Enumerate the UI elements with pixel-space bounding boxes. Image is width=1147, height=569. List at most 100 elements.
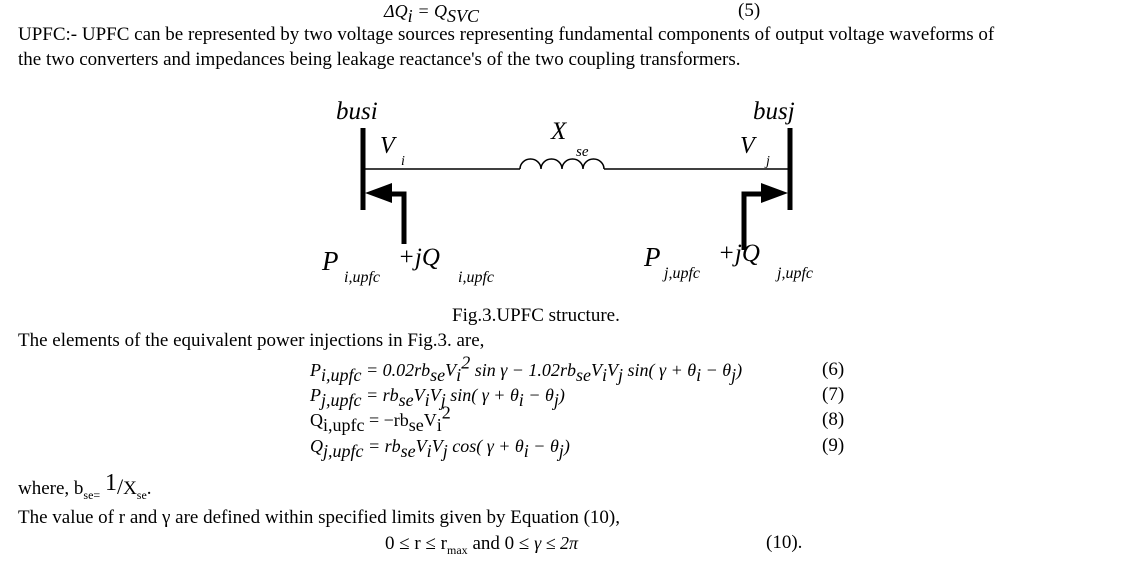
equation-token: rb [414,360,431,380]
v-i-label: V [380,133,397,159]
injection-j-stem [741,191,763,250]
injection-i-stem [390,191,407,244]
eq5-rhs: = Q [417,1,447,21]
equation-token: se [430,364,446,385]
equation-token: j [440,389,446,410]
equation-token: 2 [461,352,471,373]
equation-5-number: (5) [738,0,761,21]
equation-token: V [606,360,618,380]
x-se-label: X [550,118,568,145]
equation-token: j [731,364,737,385]
equation-token: P [310,385,321,405]
equation-token: rb [382,385,399,405]
equation-token: i [518,389,524,410]
equation-token: ) [558,385,565,405]
equation-7: Pj,upfc = rbseViVj sin( γ + θi − θj) [310,384,565,410]
equation-token: − θ [701,360,732,380]
equation-token: i [523,440,529,461]
equation-token: j [617,364,623,385]
equation-8: Qi,upfc = −rbseVi2 [310,404,451,435]
equation-token: V [431,436,443,456]
fraction-denominator: X [123,478,137,499]
equation-token: rb [384,436,401,456]
equation-token: Q [310,436,323,456]
arrow-injection-i [365,183,392,203]
p-j-sub: j,upfc [662,265,700,282]
equation-token: i [426,440,432,461]
v-i-sub: i [401,154,405,169]
fraction-slash: / [116,474,124,499]
equation-token: = 0.02 [361,360,415,380]
equation-token: − θ [523,385,554,405]
equation-9: Qj,upfc = rbseViVj cos( γ + θi − θj) [310,435,570,461]
equation-10: 0 ≤ r ≤ rmax and 0 ≤ γ ≤ 2π [385,532,579,557]
equation-token: ) [736,360,743,380]
equation-token: i [436,414,442,435]
equation-token: = [363,436,385,456]
equation-token: se [575,364,591,385]
eq5-lhs: ΔQ [384,1,408,21]
paragraph-line: The elements of the equivalent power inj… [18,330,485,351]
equation-token: ) [563,436,570,456]
equation-5: ΔQi = QSVC [384,0,480,26]
bus-i-label: busi [336,98,378,125]
equation-token: i [696,364,702,385]
equation-token: se [398,389,414,410]
denominator-sub: se [136,487,147,502]
equation-token: se [400,440,416,461]
eq5-lhs-sub: i [407,5,413,26]
equation-token: rb [559,360,576,380]
equation-token: sin γ − 1.02 [470,360,560,380]
q-i-sub: i,upfc [458,269,494,286]
q-i-label: +jQ [398,244,440,271]
q-j-sub: j,upfc [775,265,813,282]
q-j-label: +jQ [718,240,760,267]
eq10-sub: max [447,542,468,557]
fraction-numerator: 1 [104,470,117,496]
where-line: where, bse= 1/Xse. [18,470,152,502]
equation-token: cos( γ + θ [447,436,524,456]
equation-token: j [558,440,564,461]
equation-token: V [423,410,437,430]
where-end: . [146,478,152,499]
equation-token: i,upfc [323,414,365,435]
where-sub: se= [83,487,101,502]
equation-token: i [601,364,607,385]
equation-token: j,upfc [321,389,362,410]
where-prefix: where, b [18,478,84,499]
equation-token: V [429,385,441,405]
equation-token: j [553,389,559,410]
x-se-sub: se [576,144,589,160]
paragraph-line: the two converters and impedances being … [18,49,741,70]
arrow-injection-j [761,183,788,203]
bus-j-label: busj [753,98,795,125]
equation-token: P [310,360,321,380]
p-i-sub: i,upfc [344,269,380,286]
equation-token: Q [310,410,323,430]
equation-token: sin( γ + θ [445,385,519,405]
equation-token: V [415,436,427,456]
paragraph-line: UPFC:- UPFC can be represented by two vo… [18,24,995,45]
equation-10-number: (10). [766,532,803,553]
equation-token: i [456,364,462,385]
equation-token: 2 [441,402,451,423]
equation-number: (7) [822,384,845,405]
equation-number: (8) [822,409,845,430]
equation-token: j [442,440,448,461]
eq5-rhs-sub: SVC [447,5,480,26]
p-i-label: P [321,246,339,276]
eq10-part-c: γ ≤ 2π [534,533,579,553]
upfc-diagram: busi busj V i V j X se P i,upfc +jQ i,up… [321,98,813,286]
p-j-label: P [643,242,661,272]
v-j-label: V [740,133,757,159]
equation-token: − θ [528,436,559,456]
eq10-part-a: 0 ≤ r ≤ r [385,533,448,554]
equation-token: = −rb [364,410,409,430]
inductor-xse [519,158,605,170]
equation-number: (6) [822,359,845,380]
equation-number: (9) [822,435,845,456]
v-j-sub: j [764,154,770,169]
equation-token: i [424,389,430,410]
equation-token: V [590,360,602,380]
